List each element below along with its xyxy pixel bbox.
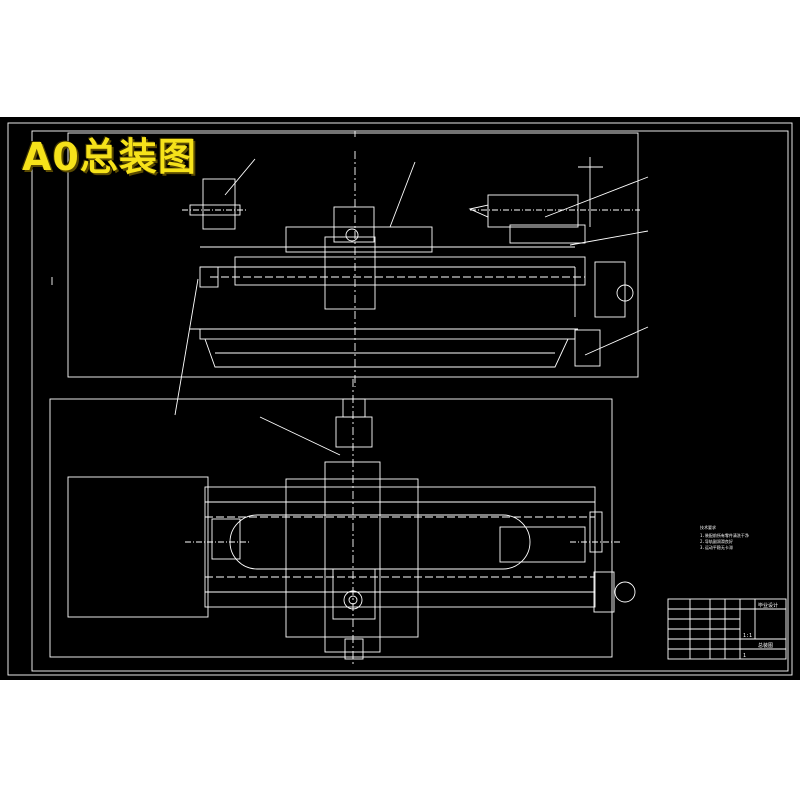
- title-block-text: 毕业设计 总装图 1:1 1: [743, 602, 778, 659]
- drawing-title: A0总装图: [22, 135, 197, 179]
- outer-border: [7, 122, 793, 676]
- tb-drawing-name: 总装图: [758, 642, 773, 649]
- tech-note-1: 1.装配前所有零件清洗干净: [700, 532, 749, 538]
- elevation-view-frame: [67, 132, 639, 378]
- tech-note-2: 2.导轨副润滑良好: [700, 538, 733, 544]
- tb-company: 毕业设计: [758, 602, 778, 609]
- cross-slide: [285, 478, 419, 638]
- plan-view: [67, 379, 636, 667]
- tailstock: [487, 194, 579, 228]
- tb-sheet: 1: [743, 653, 746, 659]
- tech-notes: 技术要求 1.装配前所有零件清洗干净 2.导轨副润滑良好 3.运动平稳无卡滞: [700, 524, 749, 550]
- tech-notes-heading: 技术要求: [700, 524, 716, 530]
- cad-drawing: 技术要求 1.装配前所有零件清洗干净 2.导轨副润滑良好 3.运动平稳无卡滞 毕…: [7, 122, 793, 676]
- inner-frame: [31, 130, 789, 672]
- carriage: [324, 236, 376, 310]
- drawing-sheet: 技术要求 1.装配前所有零件清洗干净 2.导轨副润滑良好 3.运动平稳无卡滞 毕…: [0, 117, 800, 680]
- tech-note-3: 3.运动平稳无卡滞: [700, 544, 733, 550]
- title-block: [667, 598, 787, 660]
- plan-view-frame: [49, 398, 613, 658]
- elevation-view: [174, 151, 649, 416]
- tb-scale: 1:1: [743, 633, 752, 639]
